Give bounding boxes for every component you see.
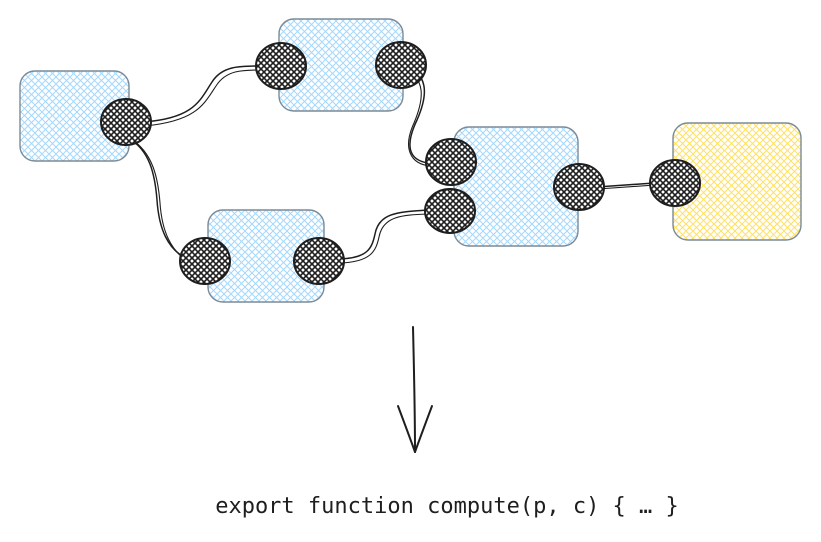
wire-a-to-b [143, 65, 260, 127]
port-b-in[interactable] [255, 42, 307, 90]
port-d-in-top[interactable] [425, 138, 477, 186]
wire-c-to-d [339, 209, 429, 264]
port-a-out[interactable] [100, 98, 152, 146]
port-b-out[interactable] [375, 41, 427, 89]
port-d-in-bottom[interactable] [424, 188, 476, 234]
port-c-out[interactable] [293, 237, 345, 285]
port-d-out[interactable] [553, 163, 605, 211]
port-e-in[interactable] [649, 159, 701, 207]
wire-d-to-e [596, 182, 656, 190]
code-label: export function compute(p, c) { … } [215, 494, 679, 519]
wire-a-to-c [127, 137, 188, 262]
port-c-in[interactable] [179, 237, 231, 285]
down-arrow-icon [397, 326, 433, 453]
